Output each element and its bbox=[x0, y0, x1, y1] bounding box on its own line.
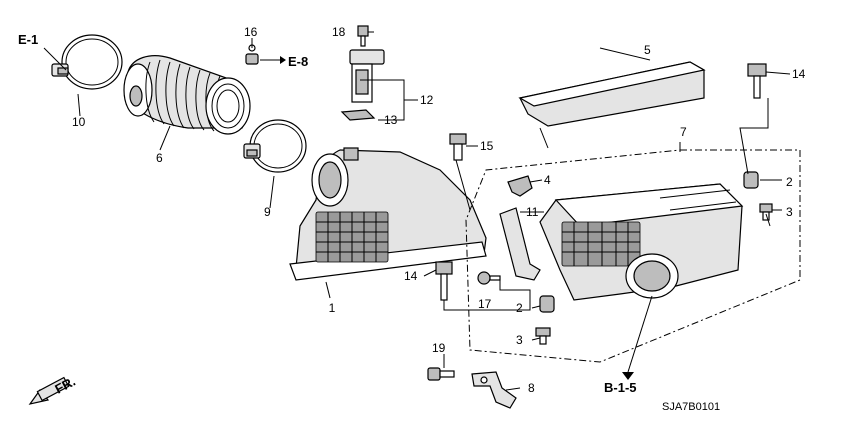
e-8-arrow bbox=[280, 56, 286, 64]
callout-12: 12 bbox=[420, 93, 434, 107]
callout-19: 19 bbox=[432, 341, 446, 355]
callout-3-left: 3 bbox=[516, 333, 523, 347]
callout-5: 5 bbox=[644, 43, 651, 57]
intake-duct-part-6 bbox=[123, 55, 251, 135]
ref-e-1: E-1 bbox=[18, 32, 38, 47]
callout-labels: 1 2 2 3 3 4 5 6 7 8 9 10 11 12 13 14 14 … bbox=[72, 25, 806, 395]
hose-clamp-part-10 bbox=[51, 34, 123, 90]
callout-6: 6 bbox=[156, 151, 163, 165]
callout-14-right: 14 bbox=[792, 67, 806, 81]
bolt-part-15 bbox=[449, 133, 467, 161]
callout-7: 7 bbox=[680, 125, 687, 139]
callout-10: 10 bbox=[72, 115, 86, 129]
bracket-part-4 bbox=[507, 175, 533, 197]
screw-part-3-left bbox=[535, 327, 551, 345]
callout-8: 8 bbox=[528, 381, 535, 395]
diagram-code: SJA7B0101 bbox=[662, 401, 720, 413]
ref-e-8: E-8 bbox=[288, 54, 308, 69]
assembly-boundary-part-7 bbox=[465, 149, 801, 363]
stay-part-11 bbox=[499, 207, 541, 281]
bolt-part-19 bbox=[427, 367, 455, 381]
air-filter-element-part-5 bbox=[518, 61, 706, 149]
callout-4: 4 bbox=[544, 173, 551, 187]
callout-13: 13 bbox=[384, 113, 398, 127]
air-cleaner-cover-part-1 bbox=[289, 147, 487, 281]
ref-b-1-5: B-1-5 bbox=[604, 380, 637, 395]
callout-14-left: 14 bbox=[404, 269, 418, 283]
callout-3-right: 3 bbox=[786, 205, 793, 219]
callout-11: 11 bbox=[526, 205, 539, 219]
callout-9: 9 bbox=[264, 205, 271, 219]
leader-lines bbox=[43, 31, 791, 391]
bolt-part-14-left bbox=[435, 261, 453, 301]
front-direction-arrow bbox=[28, 376, 70, 405]
callout-2-right: 2 bbox=[786, 175, 793, 189]
callout-18: 18 bbox=[332, 25, 346, 39]
sensor-bolt-part-18 bbox=[357, 25, 369, 47]
bracket-part-8 bbox=[471, 371, 517, 409]
b-1-5-arrow bbox=[622, 372, 634, 380]
grommet-part-2-left bbox=[539, 295, 555, 313]
screw-part-3-right bbox=[759, 203, 773, 221]
bolt-part-17 bbox=[477, 271, 501, 285]
callout-17: 17 bbox=[478, 297, 492, 311]
callout-15: 15 bbox=[480, 139, 494, 153]
sensor-part-12 bbox=[349, 49, 385, 103]
bolt-part-14-right bbox=[747, 63, 767, 99]
grommet-part-2-right bbox=[743, 171, 759, 189]
callout-16: 16 bbox=[244, 25, 258, 39]
air-cleaner-case-part-7 bbox=[539, 183, 744, 301]
callout-1: 1 bbox=[329, 301, 336, 315]
callout-2-left: 2 bbox=[516, 301, 523, 315]
hose-clamp-part-9 bbox=[243, 119, 307, 173]
gasket-part-13 bbox=[340, 109, 376, 121]
